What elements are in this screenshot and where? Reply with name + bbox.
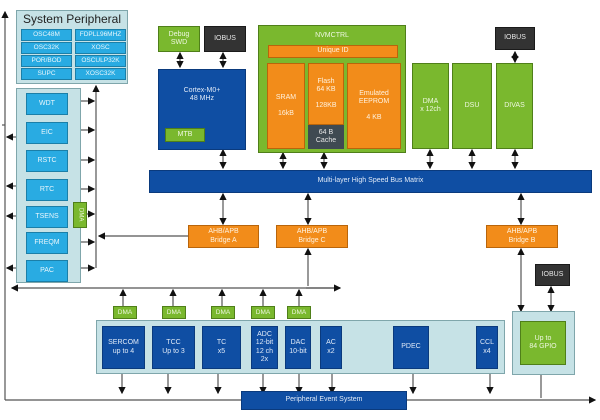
cpu-block[interactable]: Cortex-M0+ 48 MHz MTB	[158, 69, 246, 150]
system-block-pac[interactable]: PAC	[26, 260, 68, 282]
iobus-gpio-block[interactable]: IOBUS	[535, 264, 570, 286]
peripheral-dac[interactable]: DAC 10-bit	[285, 326, 311, 369]
iobus-cpu-block[interactable]: IOBUS	[204, 26, 246, 52]
system-blocks-panel: WDT EIC RSTC RTC TSENS FREQM PAC	[16, 88, 81, 283]
clock-source-osc48m[interactable]: OSC48M	[21, 29, 72, 41]
system-block-wdt[interactable]: WDT	[26, 93, 68, 115]
gpio-panel: Up to 84 GPIO	[512, 311, 575, 375]
bridge-a[interactable]: AHB/APB Bridge A	[188, 225, 259, 248]
clock-source-xosc32k[interactable]: XOSC32K	[75, 68, 126, 80]
peripheral-tc[interactable]: TC x5	[202, 326, 241, 369]
bridge-c[interactable]: AHB/APB Bridge C	[276, 225, 348, 248]
flash-block[interactable]: Flash 64 KB 128KB	[308, 63, 344, 125]
clock-source-osc32k[interactable]: OSC32K	[21, 42, 72, 54]
dma-badge: DMA	[162, 306, 186, 319]
mtb-block[interactable]: MTB	[165, 128, 205, 142]
system-dma-badge: DMA	[73, 202, 87, 228]
cpu-label: Cortex-M0+ 48 MHz	[183, 86, 221, 102]
system-block-tsens[interactable]: TSENS	[26, 206, 68, 228]
peripheral-sercom[interactable]: SERCOM up to 4	[102, 326, 145, 369]
system-block-eic[interactable]: EIC	[26, 122, 68, 144]
clock-source-supc[interactable]: SUPC	[21, 68, 72, 80]
peripheral-ccl[interactable]: CCL x4	[476, 326, 498, 369]
dma-badge: DMA	[287, 306, 311, 319]
clock-source-xosc[interactable]: XOSC	[75, 42, 126, 54]
peripheral-pdec[interactable]: PDEC	[393, 326, 429, 369]
clock-source-por-bod[interactable]: POR/BOD	[21, 55, 72, 67]
nvmctrl-block[interactable]: NVMCTRL Unique ID SRAM 16kB Flash 64 KB …	[258, 25, 406, 153]
eeprom-block[interactable]: Emulated EEPROM 4 KB	[347, 63, 401, 149]
clock-source-fdpll96mhz[interactable]: FDPLL96MHZ	[75, 29, 126, 41]
dma-badge: DMA	[113, 306, 137, 319]
cache-block[interactable]: 64 B Cache	[308, 125, 344, 149]
unique-id-block[interactable]: Unique ID	[268, 45, 398, 58]
dsu-block[interactable]: DSU	[452, 63, 492, 149]
dma-badge: DMA	[251, 306, 275, 319]
system-peripheral-title: System Peripheral	[22, 12, 122, 27]
dma-controller-block[interactable]: DMA x 12ch	[412, 63, 449, 149]
peripheral-adc[interactable]: ADC 12-bit 12 ch 2x	[251, 326, 278, 369]
bridge-b[interactable]: AHB/APB Bridge B	[486, 225, 558, 248]
peripheral-ac[interactable]: AC x2	[320, 326, 342, 369]
peripheral-event-system[interactable]: Peripheral Event System	[241, 391, 407, 410]
system-block-freqm[interactable]: FREQM	[26, 232, 68, 254]
gpio-block[interactable]: Up to 84 GPIO	[520, 321, 566, 365]
bus-matrix[interactable]: Multi-layer High Speed Bus Matrix	[149, 170, 592, 193]
clock-source-osculp32k[interactable]: OSCULP32K	[75, 55, 126, 67]
debug-swd-block[interactable]: Debug SWD	[158, 26, 200, 52]
sram-block[interactable]: SRAM 16kB	[267, 63, 305, 149]
system-block-rstc[interactable]: RSTC	[26, 150, 68, 172]
iobus-divas-block[interactable]: IOBUS	[495, 27, 535, 50]
divas-block[interactable]: DIVAS	[496, 63, 533, 149]
system-block-rtc[interactable]: RTC	[26, 179, 68, 201]
dma-badge: DMA	[211, 306, 235, 319]
nvmctrl-title: NVMCTRL	[315, 31, 349, 39]
peripheral-tcc[interactable]: TCC Up to 3	[152, 326, 195, 369]
